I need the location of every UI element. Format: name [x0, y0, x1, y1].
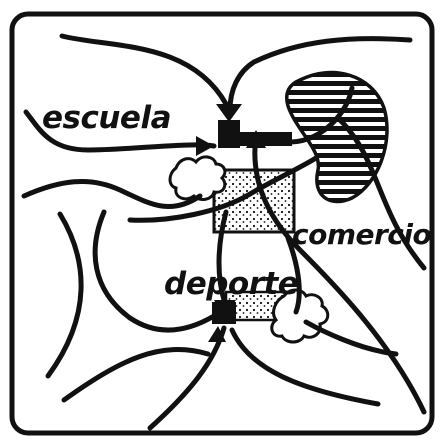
- flow-line: [21, 179, 203, 210]
- flow-line: [303, 319, 399, 357]
- arrowhead: [216, 104, 242, 122]
- arrowhead: [208, 326, 226, 342]
- flow-lines: [21, 33, 427, 431]
- flow-line: [227, 36, 413, 113]
- flow-line: [216, 209, 229, 303]
- label-comercio: comercio: [292, 218, 432, 251]
- arrowhead: [196, 136, 214, 156]
- central-dotted-zone: [212, 168, 296, 234]
- arrowhead: [246, 130, 266, 148]
- flow-line: [127, 155, 319, 223]
- arrowhead: [214, 300, 236, 318]
- flow-line: [275, 85, 355, 145]
- flow-line: [147, 325, 227, 431]
- flow-line: [337, 117, 427, 271]
- flow-line: [285, 235, 302, 315]
- cloud-blob-upper: [168, 155, 227, 201]
- diagram-frame: [9, 11, 435, 436]
- flow-line: [229, 327, 381, 407]
- flow-line: [59, 33, 229, 107]
- flow-line: [61, 347, 211, 403]
- label-deporte: deporte: [164, 266, 299, 302]
- flow-arrowheads: [196, 104, 266, 342]
- commerce-zone-hatched: [285, 70, 389, 204]
- flow-line: [92, 209, 217, 333]
- flow-line: [45, 211, 84, 379]
- label-escuela: escuela: [42, 100, 172, 136]
- flow-line: [23, 109, 217, 153]
